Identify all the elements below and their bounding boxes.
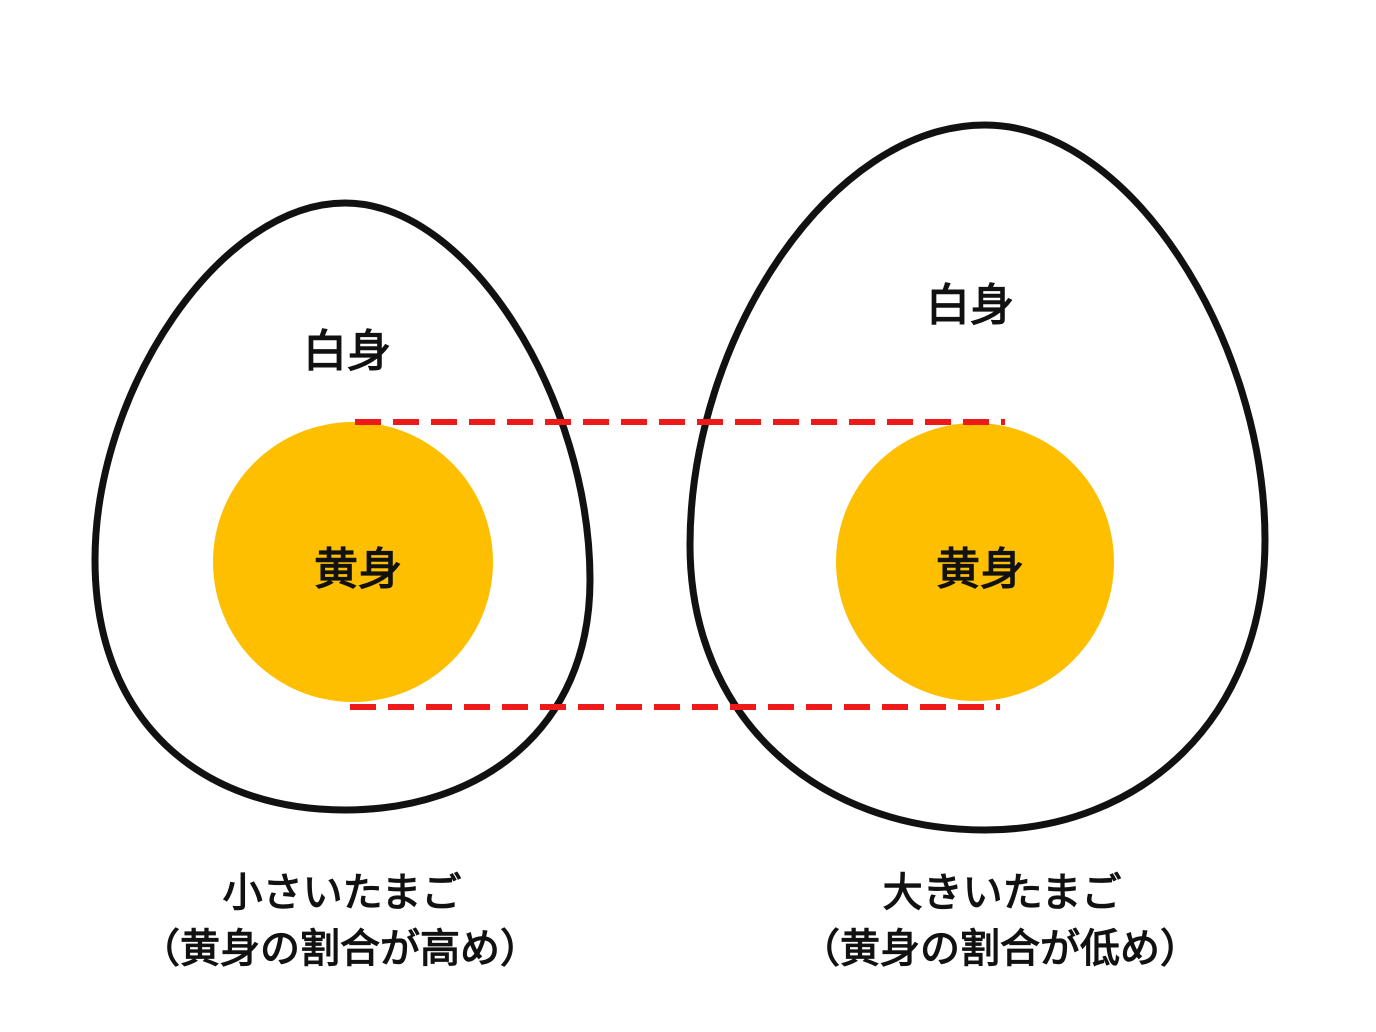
small-egg-caption-note: （黄身の割合が高め） xyxy=(140,926,540,972)
large-egg-yolk xyxy=(836,423,1114,701)
large-egg-white-label: 白身 xyxy=(926,280,1014,331)
large-egg-caption-note: （黄身の割合が低め） xyxy=(800,926,1200,972)
small-egg: 白身 黄身 xyxy=(91,199,594,814)
large-egg-caption-title: 大きいたまご xyxy=(883,870,1122,916)
small-egg-yolk-label: 黄身 xyxy=(314,544,402,595)
small-egg-white-label: 白身 xyxy=(303,326,391,377)
small-egg-yolk xyxy=(213,422,493,702)
large-egg: 白身 黄身 xyxy=(686,121,1269,834)
small-egg-caption-title: 小さいたまご xyxy=(223,870,462,916)
large-egg-yolk-label: 黄身 xyxy=(936,544,1024,595)
